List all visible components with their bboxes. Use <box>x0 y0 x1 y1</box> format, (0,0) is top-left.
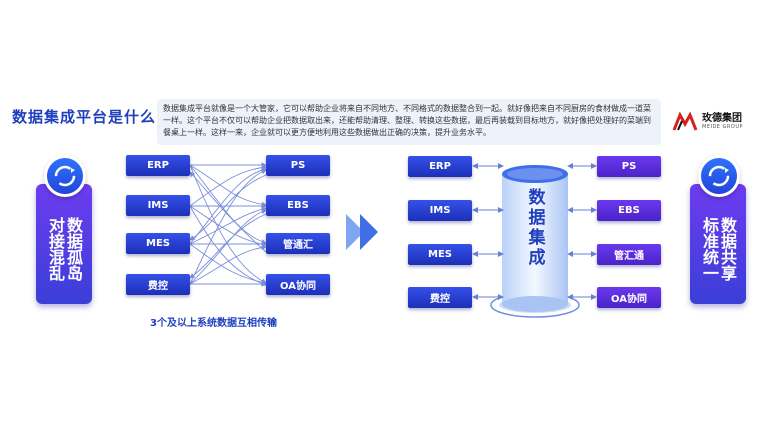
arrow-right-icon <box>346 214 378 250</box>
right-source-mes: MES <box>408 244 472 265</box>
left-source-mes: MES <box>126 233 190 254</box>
left-target-ebs: EBS <box>266 195 330 216</box>
left-sync-badge <box>44 155 86 197</box>
sync-icon <box>54 165 76 187</box>
logo-cn-text: 玫德集团 <box>702 113 742 124</box>
left-source-ims: IMS <box>126 195 190 216</box>
left-target-gth: 管通汇 <box>266 233 330 254</box>
logo-icon <box>672 112 698 131</box>
right-source-erp: ERP <box>408 156 472 177</box>
right-sync-badge <box>698 155 740 197</box>
left-source-erp: ERP <box>126 155 190 176</box>
data-hub-cylinder <box>490 165 580 318</box>
left-source-fk: 费控 <box>126 274 190 295</box>
right-target-ebs: EBS <box>597 200 661 221</box>
left-caption: 3个及以上系统数据互相传输 <box>150 318 277 329</box>
right-source-ims: IMS <box>408 200 472 221</box>
sync-icon <box>708 165 730 187</box>
left-badge: 数据孤岛对接混乱 <box>36 184 92 304</box>
logo-en-text: MEIDE GROUP <box>702 124 744 130</box>
page-title: 数据集成平台是什么 <box>12 108 157 126</box>
hub-label: 数据集成 <box>524 188 545 268</box>
right-target-ght: 管汇通 <box>597 244 661 265</box>
left-badge-text: 数据孤岛对接混乱 <box>46 217 83 281</box>
left-target-ps: PS <box>266 155 330 176</box>
right-target-ps: PS <box>597 156 661 177</box>
right-target-oa: OA协同 <box>597 287 661 308</box>
left-target-oa: OA协同 <box>266 274 330 295</box>
right-badge-text: 数据共享标准统一 <box>700 217 737 281</box>
right-badge: 数据共享标准统一 <box>690 184 746 304</box>
description-box: 数据集成平台就像是一个大管家，它可以帮助企业将来自不同地方、不同格式的数据整合到… <box>157 99 661 145</box>
company-logo: 玫德集团 MEIDE GROUP <box>672 110 752 134</box>
right-source-fk: 费控 <box>408 287 472 308</box>
